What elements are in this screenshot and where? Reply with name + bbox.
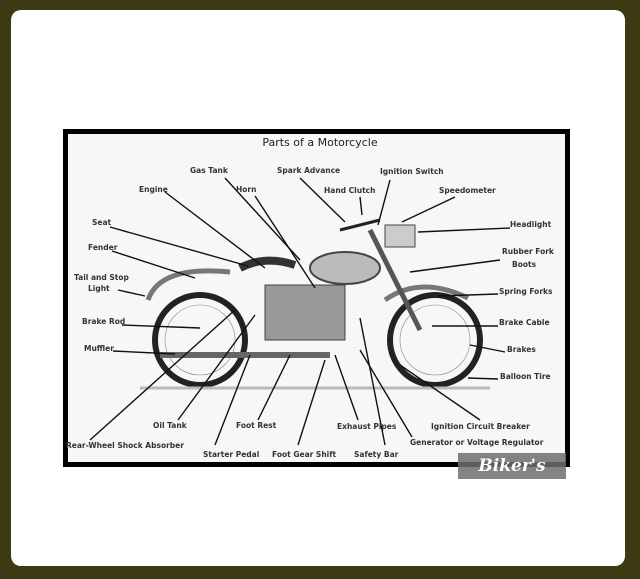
label-foot-gear-shift: Foot Gear Shift <box>272 450 337 459</box>
handlebar <box>339 218 381 232</box>
label-ignition-circuit-breaker: Ignition Circuit Breaker <box>431 422 530 431</box>
label-speedometer: Speedometer <box>439 186 496 195</box>
label-starter-pedal: Starter Pedal <box>203 450 260 459</box>
label-spark-advance: Spark Advance <box>277 166 341 175</box>
seat <box>238 256 297 272</box>
label-generator-voltage-regulator: Generator or Voltage Regulator <box>410 438 544 447</box>
forks <box>367 228 423 332</box>
front-fender <box>383 284 470 303</box>
label-tail-stop-light-line2: Light <box>88 284 110 293</box>
diagram-title: Parts of a Motorcycle <box>262 136 378 149</box>
label-balloon-tire: Balloon Tire <box>500 372 551 381</box>
label-foot-rest: Foot Rest <box>236 421 277 430</box>
label-muffler: Muffler <box>84 344 114 353</box>
label-rubber-fork-boots: Rubber Fork <box>502 247 554 256</box>
gas-tank <box>309 251 381 285</box>
label-ignition-switch: Ignition Switch <box>380 167 444 176</box>
front-wheel <box>387 292 483 388</box>
label-spring-forks: Spring Forks <box>499 287 553 296</box>
label-fender: Fender <box>88 243 118 252</box>
label-seat: Seat <box>92 218 112 227</box>
headlight <box>384 224 416 248</box>
rear-fender <box>145 268 231 301</box>
label-rear-shock-absorber: Rear-Wheel Shock Absorber <box>66 441 184 450</box>
label-tail-stop-light: Tail and Stop <box>74 273 129 282</box>
label-rubber-fork-boots-line2: Boots <box>512 260 537 269</box>
label-exhaust-pipes: Exhaust Pipes <box>337 422 397 431</box>
label-horn: Horn <box>236 185 257 194</box>
rear-wheel <box>152 292 248 388</box>
label-brakes: Brakes <box>507 345 536 354</box>
label-safety-bar: Safety Bar <box>354 450 399 459</box>
label-gas-tank: Gas Tank <box>190 166 228 175</box>
label-engine: Engine <box>139 185 168 194</box>
leader-lines <box>89 177 511 446</box>
label-oil-tank: Oil Tank <box>153 421 187 430</box>
label-hand-clutch: Hand Clutch <box>324 186 376 195</box>
watermark-bikers-store: Biker's Store <box>458 453 566 502</box>
label-brake-rod: Brake Rod <box>82 317 126 326</box>
label-headlight: Headlight <box>510 220 552 229</box>
label-brake-cable: Brake Cable <box>499 318 550 327</box>
engine <box>264 284 346 341</box>
